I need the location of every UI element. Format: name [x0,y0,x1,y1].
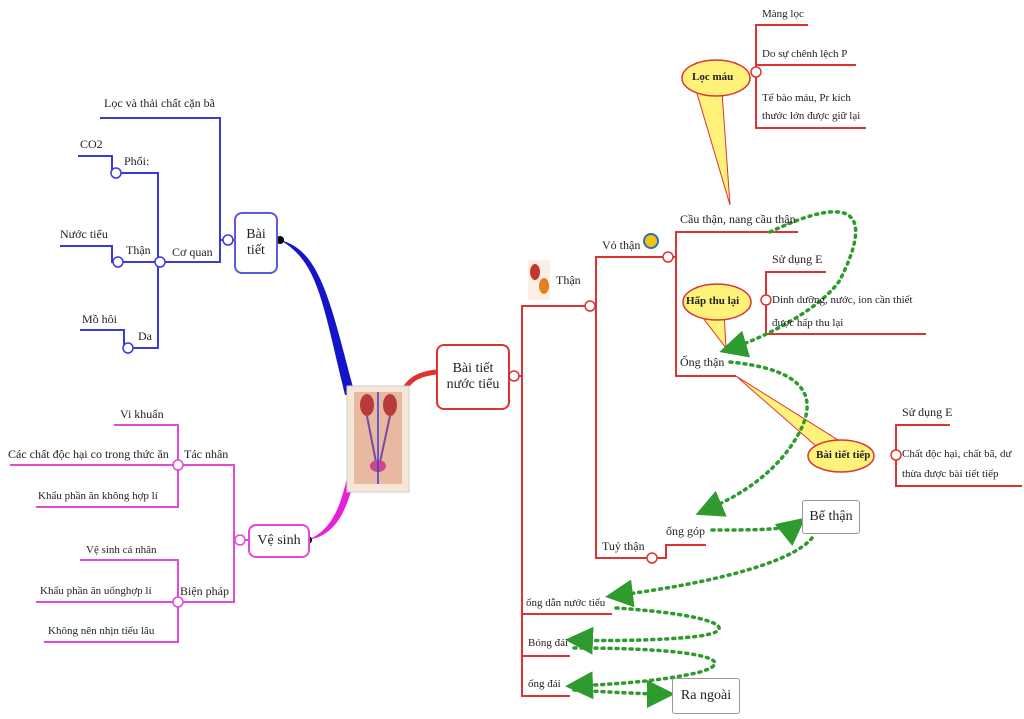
urinary-system-image [346,385,410,493]
callout-bai-tiet-tiep: Bài tiết tiếp [816,449,871,461]
text-mo-hoi: Mồ hôi [82,312,118,326]
text-tuy-than: Tuỷ thận [602,539,645,553]
text-loc-thai: Lọc và thải chất cặn bã [104,96,215,110]
node-be-than-label: Bể thận [809,509,853,524]
kidney-image [528,260,550,300]
branch-ve-sinh [308,478,355,540]
node-ve-sinh-label: Vệ sinh [257,533,301,548]
node-ra-ngoai-label: Ra ngoài [680,688,732,703]
branch-bai-tiet [280,240,355,395]
callout-loc-mau: Lọc máu [692,71,734,83]
text-ong-than: Ống thận [680,355,725,369]
text-khau-phan-uong: Khẩu phần ăn uốnghợp lí [40,585,152,597]
node-bai-tiet-nuoc-tieu[interactable]: Bài tiết nước tiểu [436,344,510,410]
center-title-line2: nước tiểu [446,377,500,392]
text-su-dung-e2: Sử dụng E [902,405,953,419]
text-tac-nhan: Tác nhân [184,447,229,461]
text-nuoc-tieu: Nước tiểu [60,227,108,241]
text-khau-phan: Khẩu phần ăn không hợp lí [38,490,158,502]
text-than-right: Thận [556,273,581,287]
text-vi-khuan: Vi khuẩn [120,407,164,421]
text-dinh-duong-2: được hấp thu lại [772,317,844,329]
node-bai-tiet-label: Bài tiết [246,227,266,258]
cortex-icon [643,233,659,249]
text-mang-loc: Màng lọc [762,8,804,20]
text-khong-nhin-tieu: Không nên nhịn tiểu lâu [48,625,155,637]
node-ve-sinh[interactable]: Vệ sinh [248,524,310,558]
text-vo-than: Vỏ thận [602,238,641,252]
text-bong-dai: Bóng đái [528,637,569,649]
text-than-left: Thận [126,243,151,257]
text-bien-phap: Biện pháp [180,584,229,598]
node-bai-tiet[interactable]: Bài tiết [234,212,278,274]
branch-center [402,369,437,390]
text-phoi: Phổi: [124,154,150,168]
node-ra-ngoai[interactable]: Ra ngoài [672,678,740,714]
text-chat-doc-1: Chất độc hại, chất bã, dư [902,448,1012,460]
text-te-bao-1: Tế bào máu, Pr kích [762,92,851,104]
text-chat-doc-2: thừa được bài tiết tiếp [902,468,999,480]
text-da: Da [138,329,152,343]
text-su-dung-e1: Sử dụng E [772,252,823,266]
text-co-quan: Cơ quan [172,245,213,259]
text-chat-doc-thuc-an: Các chất độc hại co trong thức ăn [8,447,169,461]
node-be-than[interactable]: Bể thận [802,500,860,534]
text-cau-than: Cầu thận, nang cầu thận [680,212,796,226]
text-dinh-duong-1: Dinh dưỡng, nước, ion cần thiết [772,294,913,306]
text-chenh-lech: Do sự chênh lệch P [762,48,848,60]
text-ve-sinh-ca-nhan: Vệ sinh cá nhân [86,544,157,556]
text-ong-dan: ống dẫn nước tiểu [526,597,606,609]
text-ong-gop: ống góp [666,524,705,538]
callout-hap-thu-lai: Hấp thu lại [686,295,740,307]
center-title-line1: Bài tiết [452,361,494,376]
text-ong-dai: ống đái [528,678,561,690]
text-te-bao-2: thước lớn được giữ lại [762,110,861,122]
text-co2: CO2 [80,137,103,151]
